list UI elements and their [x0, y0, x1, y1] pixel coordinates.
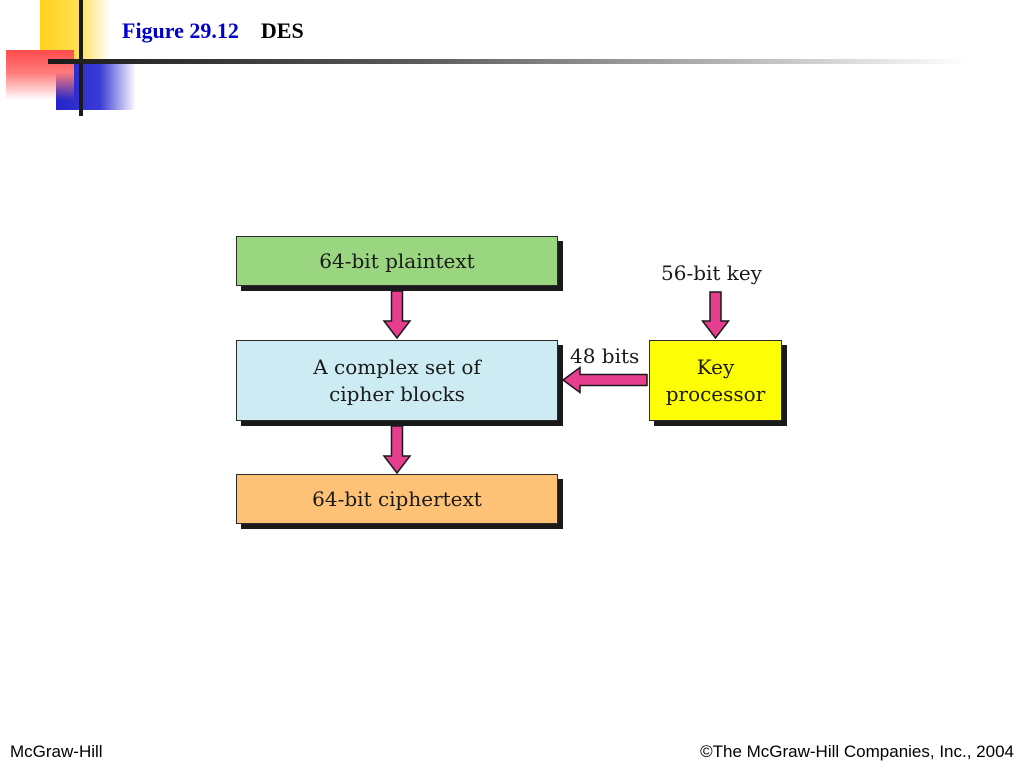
cipher-blocks-block: A complex set of cipher blocks — [236, 340, 558, 421]
arrow-key-to-processor — [700, 291, 731, 340]
footer-copyright: ©The McGraw-Hill Companies, Inc., 2004 — [700, 742, 1014, 761]
plaintext-label: 64-bit plaintext — [319, 248, 475, 273]
footer-publisher: McGraw-Hill — [10, 742, 103, 761]
ciphertext-label: 64-bit ciphertext — [312, 486, 482, 511]
header-deco-vertical-rule — [79, 0, 83, 116]
plaintext-block: 64-bit plaintext — [236, 236, 558, 286]
key-processor-block: Key processor — [649, 340, 782, 421]
key-input-label: 56-bit key — [661, 261, 763, 285]
arrow-cipher-to-ciphertext — [382, 425, 412, 475]
key-processor-label: Key processor — [665, 354, 766, 406]
subkey-size-label: 48 bits — [570, 344, 640, 368]
header-deco-horizontal-rule — [48, 59, 968, 64]
arrow-plaintext-to-cipher — [382, 290, 412, 340]
arrow-processor-to-cipher — [561, 366, 648, 394]
cipher-blocks-label: A complex set of cipher blocks — [313, 354, 481, 406]
header-deco-red-square — [6, 50, 74, 100]
figure-name: DES — [260, 18, 304, 43]
ciphertext-block: 64-bit ciphertext — [236, 474, 558, 524]
slide-title: Figure 29.12 DES — [122, 16, 304, 46]
figure-label: Figure 29.12 — [122, 18, 239, 43]
